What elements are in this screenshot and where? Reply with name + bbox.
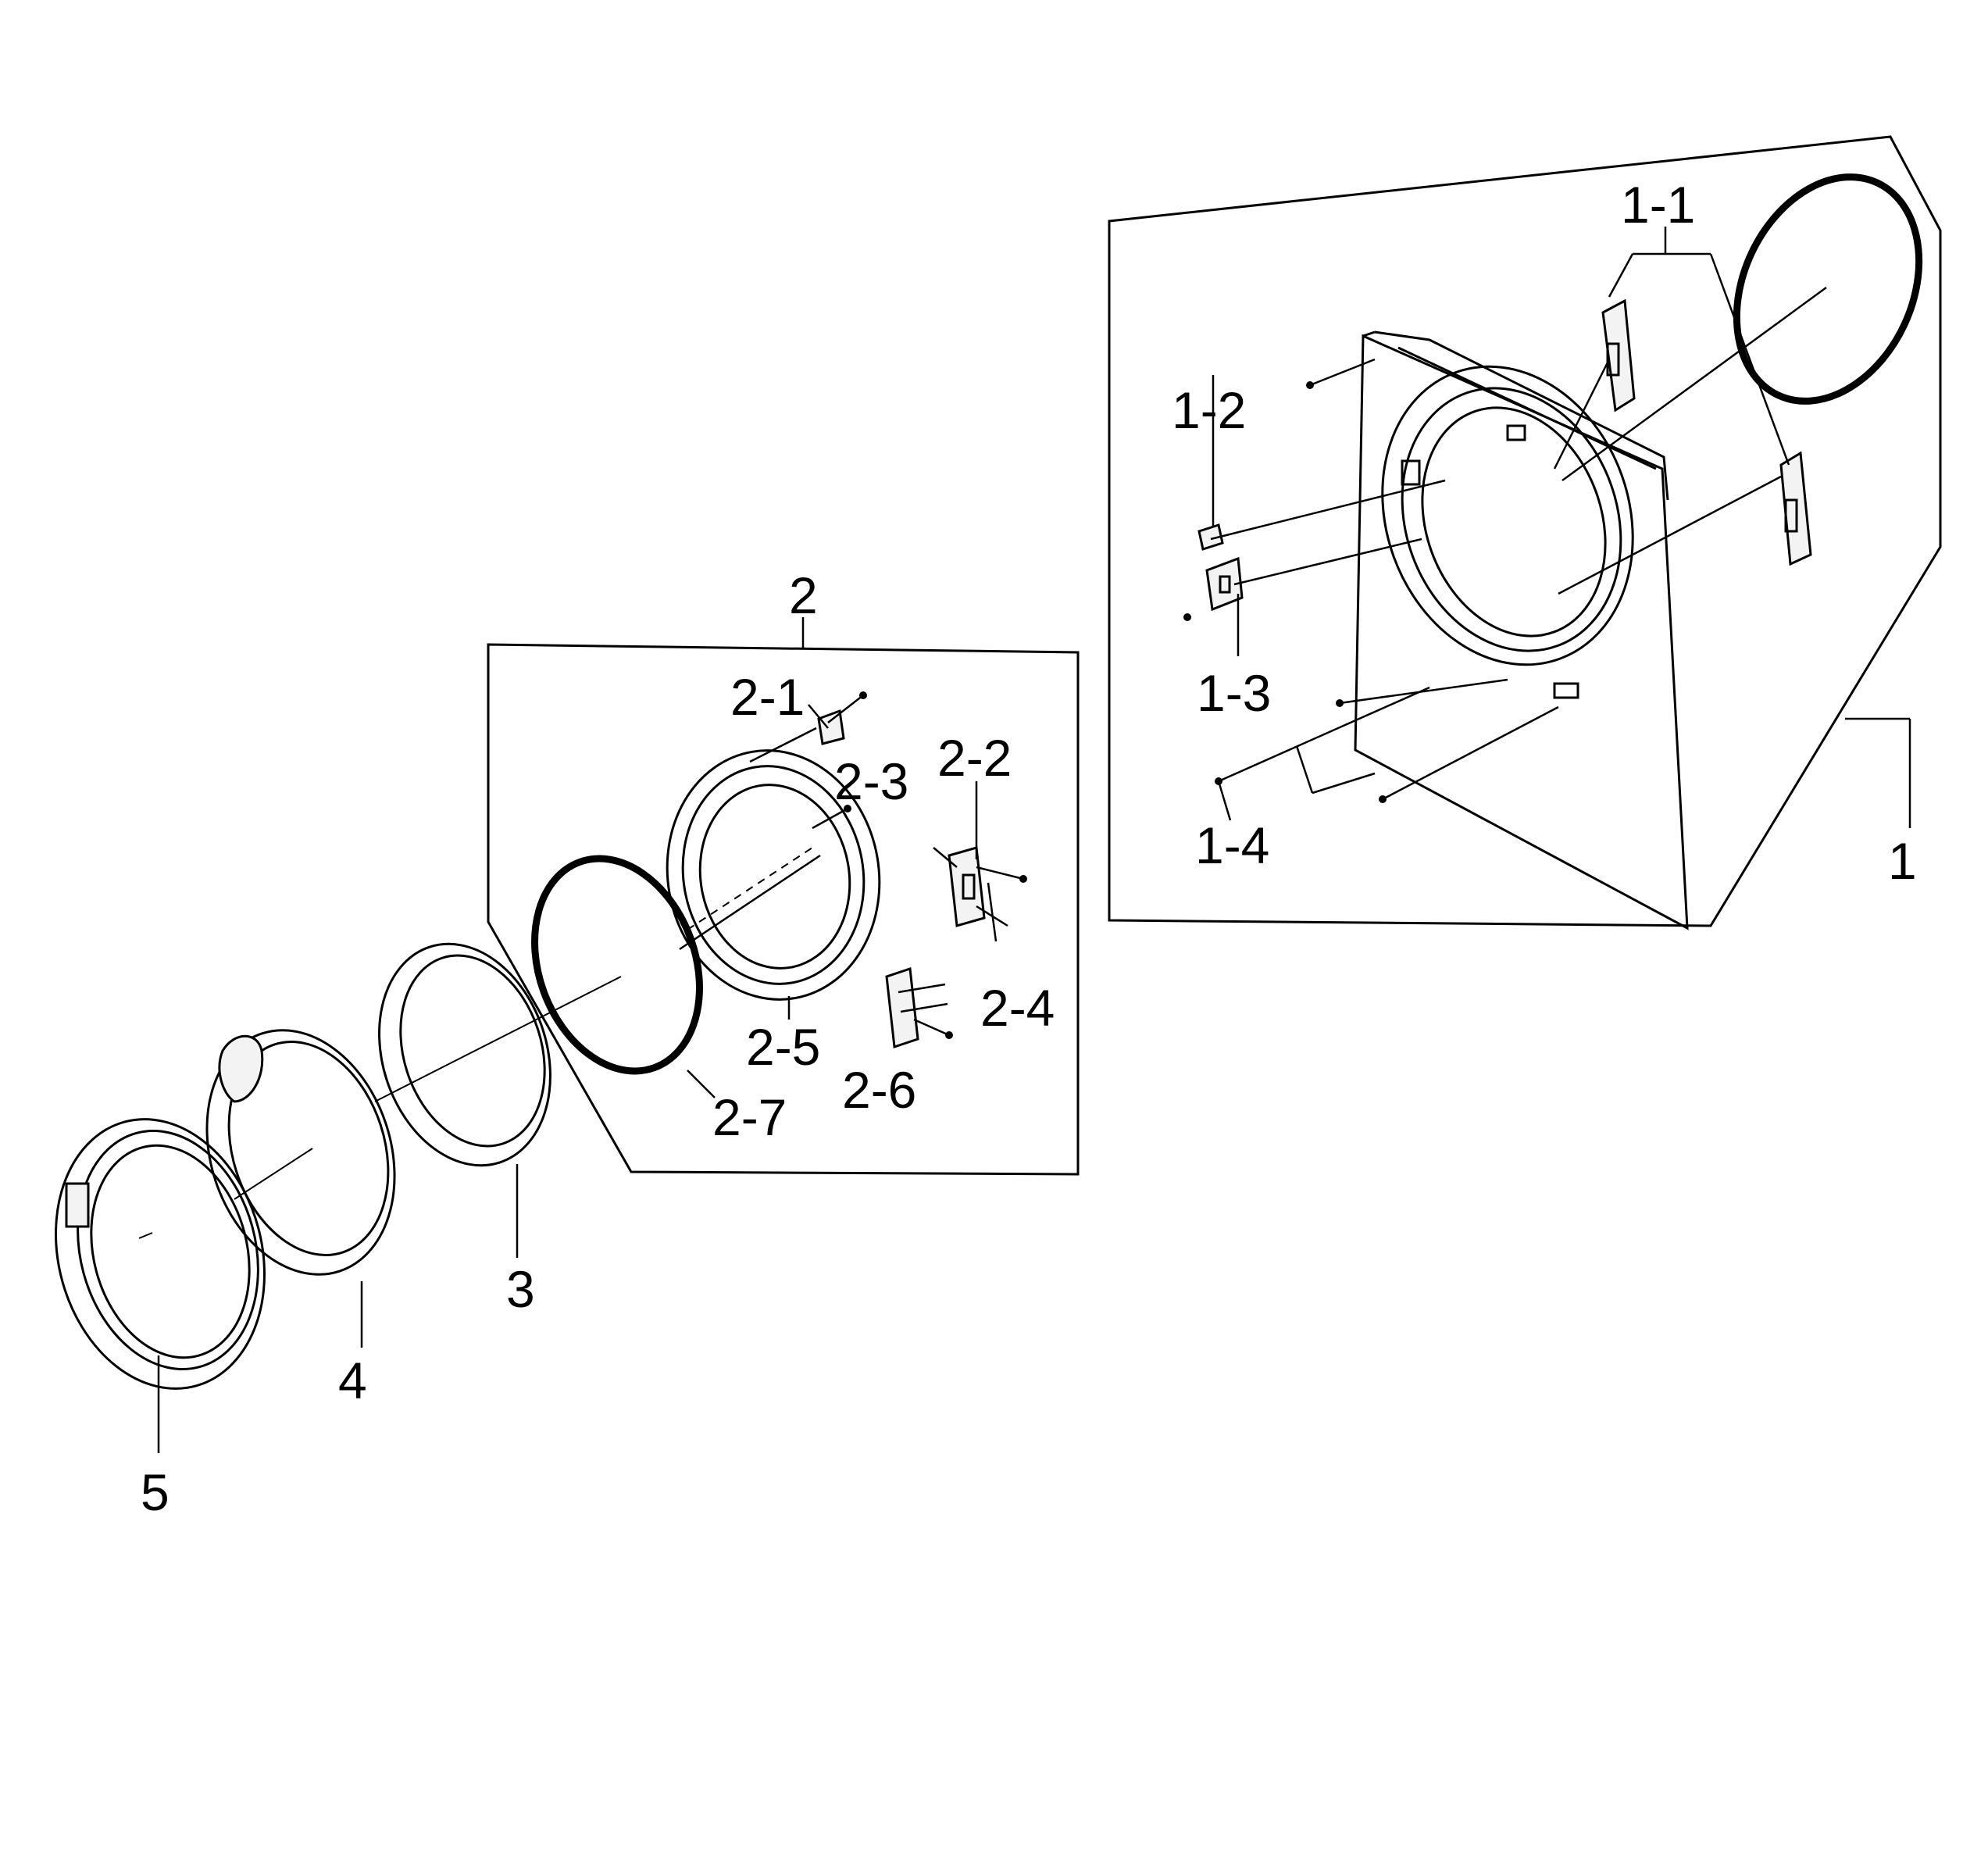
screw	[1183, 613, 1191, 621]
hinge-bracket	[1601, 298, 1636, 412]
callout-1-2: 1-2	[1172, 381, 1246, 439]
callout-2-3: 2-3	[834, 752, 908, 810]
group-1-front-panel-assembly: 1 1-1 1-2 1-3 1-4	[1108, 135, 1942, 930]
callout-2-6: 2-6	[842, 1061, 916, 1119]
screw	[1019, 875, 1027, 883]
callout-2-2: 2-2	[937, 729, 1012, 787]
callout-1-4: 1-4	[1195, 816, 1269, 874]
door-seal-ring	[1733, 173, 1923, 405]
callout-2-4: 2-4	[980, 979, 1055, 1037]
glass-seal	[531, 855, 703, 1075]
front-panel	[1354, 330, 1689, 930]
callout-3: 3	[506, 1260, 535, 1318]
callout-2: 2	[789, 566, 818, 624]
group-2-outline	[487, 643, 1080, 1176]
door-hinge	[948, 846, 986, 927]
door-ring-part-4: 4	[205, 1029, 396, 1409]
callout-1-1: 1-1	[1621, 176, 1695, 234]
callout-1: 1	[1888, 832, 1917, 890]
door-latch	[885, 966, 948, 1049]
group-2-door-assembly: 2 2-1 2-2 2-3 2-4 2-5 2-6 2-7	[487, 566, 1080, 1176]
callout-1-3: 1-3	[1197, 664, 1271, 722]
door-frame	[666, 749, 881, 1001]
callout-2-5: 2-5	[746, 1018, 820, 1076]
callout-5: 5	[141, 1463, 170, 1521]
callout-4: 4	[338, 1352, 367, 1409]
door-switch-actuator	[817, 709, 845, 745]
screw	[945, 1031, 953, 1039]
door-switch	[1197, 523, 1244, 612]
outer-door-part-5: 5	[55, 1118, 266, 1521]
hinge-bracket	[1779, 451, 1812, 566]
group-1-outline	[1108, 135, 1942, 927]
callout-2-1: 2-1	[730, 668, 805, 726]
inner-glass-part-3: 3	[374, 942, 622, 1318]
callout-2-7: 2-7	[712, 1088, 787, 1146]
